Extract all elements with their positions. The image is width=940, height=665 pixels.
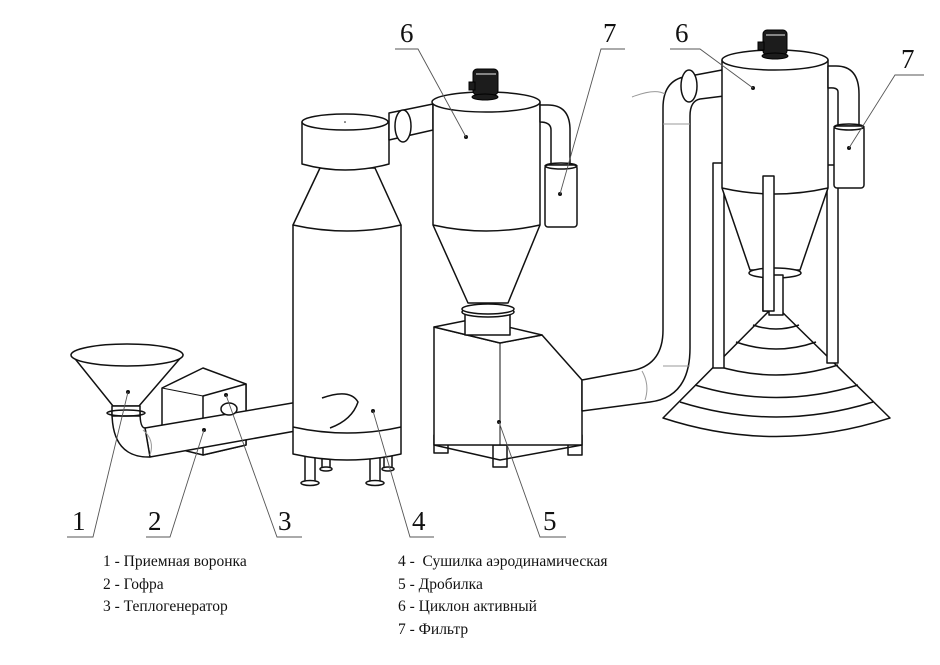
svg-text:3: 3 [278, 506, 292, 536]
callout-6-middle: 6 [395, 18, 468, 139]
callout-4: 4 [371, 409, 434, 538]
legend-left: 1 - Приемная воронка 2 - Гофра 3 - Тепло… [103, 551, 247, 619]
pipe-crusher-to-cyclone [581, 69, 725, 412]
legend-item-3: 3 - Теплогенератор [103, 598, 228, 615]
aerodynamic-dryer [292, 113, 402, 487]
active-cyclone-right [662, 29, 891, 438]
svg-text:7: 7 [603, 18, 617, 48]
legend-item-7: 7 - Фильтр [398, 620, 469, 638]
svg-text:1: 1 [72, 506, 86, 536]
callout-5: 5 [497, 420, 566, 538]
legend-item-4: 4 - Сушилка аэродинамическая [398, 553, 608, 570]
pipe-dryer-to-cyclone [388, 103, 434, 143]
svg-text:4: 4 [412, 506, 426, 536]
callout-1: 1 [67, 390, 130, 538]
svg-text:2: 2 [148, 506, 162, 536]
legend-item-5: 5 - Дробилка [398, 575, 483, 593]
callout-2: 2 [146, 428, 206, 538]
legend-item-6: 6 - Циклон активный [398, 598, 537, 615]
callout-3: 3 [224, 393, 302, 538]
receiving-funnel [70, 343, 184, 417]
callout-6-right: 6 [670, 18, 755, 90]
legend-item-2: 2 - Гофра [103, 575, 164, 593]
svg-text:7: 7 [901, 44, 915, 74]
callout-7-middle: 7 [558, 18, 625, 196]
filter-right [827, 65, 865, 189]
filter-middle [539, 104, 578, 228]
crusher [433, 306, 583, 468]
legend-item-1: 1 - Приемная воронка [103, 553, 247, 570]
active-cyclone-middle [431, 68, 541, 315]
svg-text:6: 6 [400, 18, 414, 48]
callout-7-right: 7 [847, 44, 924, 150]
svg-text:6: 6 [675, 18, 689, 48]
legend-right: 4 - Сушилка аэродинамическая 5 - Дробилк… [398, 551, 608, 641]
svg-text:5: 5 [543, 506, 557, 536]
